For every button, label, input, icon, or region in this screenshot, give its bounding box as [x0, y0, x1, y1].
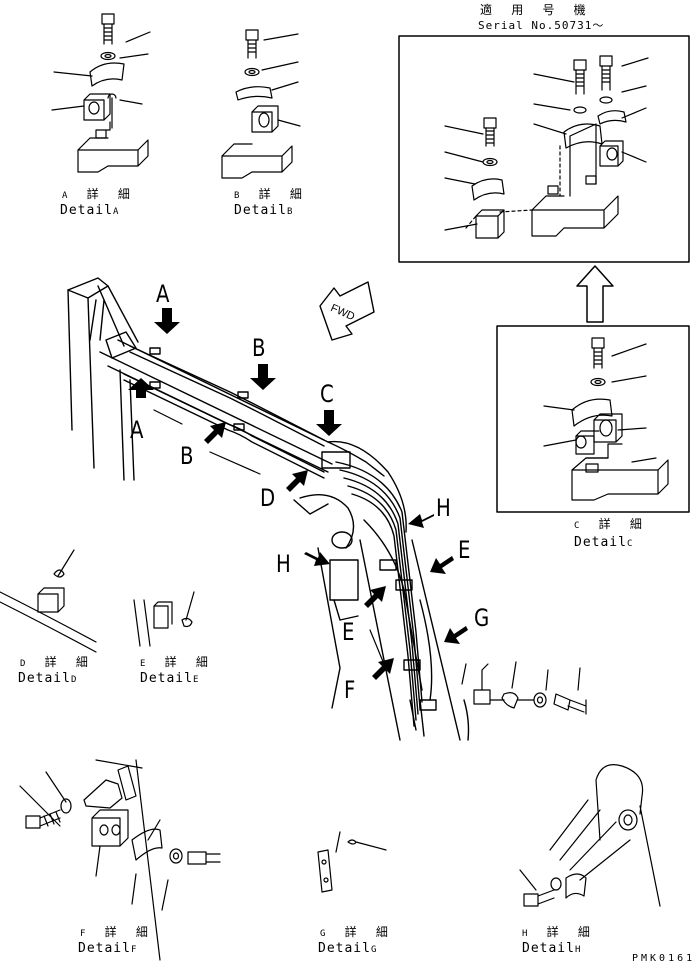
callout-g: G	[474, 604, 490, 632]
arrow-h-right	[408, 514, 434, 528]
boom-assembly	[67, 277, 470, 741]
arrow-g	[444, 626, 468, 644]
detail-g-parts	[317, 831, 387, 893]
serial-inset-box	[398, 35, 690, 263]
detail-b-parts	[221, 29, 301, 179]
detail-f-parts	[19, 759, 221, 961]
callout-b-bottom: B	[180, 442, 194, 470]
arrow-a-top	[154, 308, 180, 334]
arrow-b-top	[250, 364, 276, 390]
detail-h-parts	[519, 764, 661, 907]
callout-leaders	[153, 409, 467, 685]
drawing-code: PMK0161	[632, 953, 696, 964]
callout-h-right: H	[436, 494, 451, 522]
detail-g-caption: G 詳 細	[320, 925, 394, 939]
callout-e-left: E	[342, 618, 355, 646]
callout-c: C	[320, 380, 334, 408]
arrow-h-left	[304, 552, 330, 566]
fwd-arrow	[319, 281, 375, 341]
detail-e-parts	[133, 591, 195, 647]
callout-b-top: B	[252, 334, 266, 362]
detail-b-caption: B 詳 細	[234, 187, 308, 201]
callout-arrows	[128, 308, 468, 680]
detail-h-label: DetailH	[522, 941, 582, 956]
arrow-a-bottom	[128, 378, 154, 398]
detail-c-box	[496, 325, 690, 513]
detail-b-label: DetailB	[234, 203, 294, 218]
detail-f-caption: F 詳 細	[80, 925, 154, 939]
arrow-b-bottom	[204, 422, 226, 444]
detail-h-caption: H 詳 細	[522, 925, 596, 939]
detail-a-parts	[51, 13, 151, 173]
serial-inset-parts	[444, 55, 649, 239]
inset-link-arrow	[576, 265, 614, 323]
detail-d-label: DetailD	[18, 671, 78, 686]
callout-f: F	[344, 676, 356, 704]
detail-d-caption: D 詳 細	[20, 655, 94, 669]
detail-g-inline-parts	[473, 661, 587, 715]
detail-a-caption: A 詳 細	[62, 187, 136, 201]
detail-c-caption: C 詳 細	[574, 517, 648, 531]
arrow-c	[316, 410, 342, 436]
detail-e-label: DetailE	[140, 671, 200, 686]
arrow-d	[286, 470, 308, 492]
detail-e-caption: E 詳 細	[140, 655, 214, 669]
arrow-e-left	[364, 586, 386, 608]
detail-d-parts	[0, 549, 97, 653]
callout-a-top: A	[156, 280, 170, 308]
callout-a-bottom: A	[130, 416, 144, 444]
callout-h-left: H	[276, 550, 291, 578]
detail-g-label: DetailG	[318, 941, 378, 956]
arrow-f	[372, 658, 394, 680]
applicable-machine-label: 適 用 号 機	[480, 3, 592, 17]
arrow-e-right	[430, 556, 454, 574]
serial-number-label: Serial No.50731～	[478, 19, 605, 32]
callout-e-right: E	[458, 536, 471, 564]
detail-c-parts	[543, 337, 669, 501]
detail-f-label: DetailF	[78, 941, 138, 956]
detail-c-label: DetailC	[574, 535, 634, 550]
callout-d: D	[260, 484, 276, 512]
fwd-label: FWD	[329, 302, 357, 323]
detail-a-label: DetailA	[60, 203, 120, 218]
